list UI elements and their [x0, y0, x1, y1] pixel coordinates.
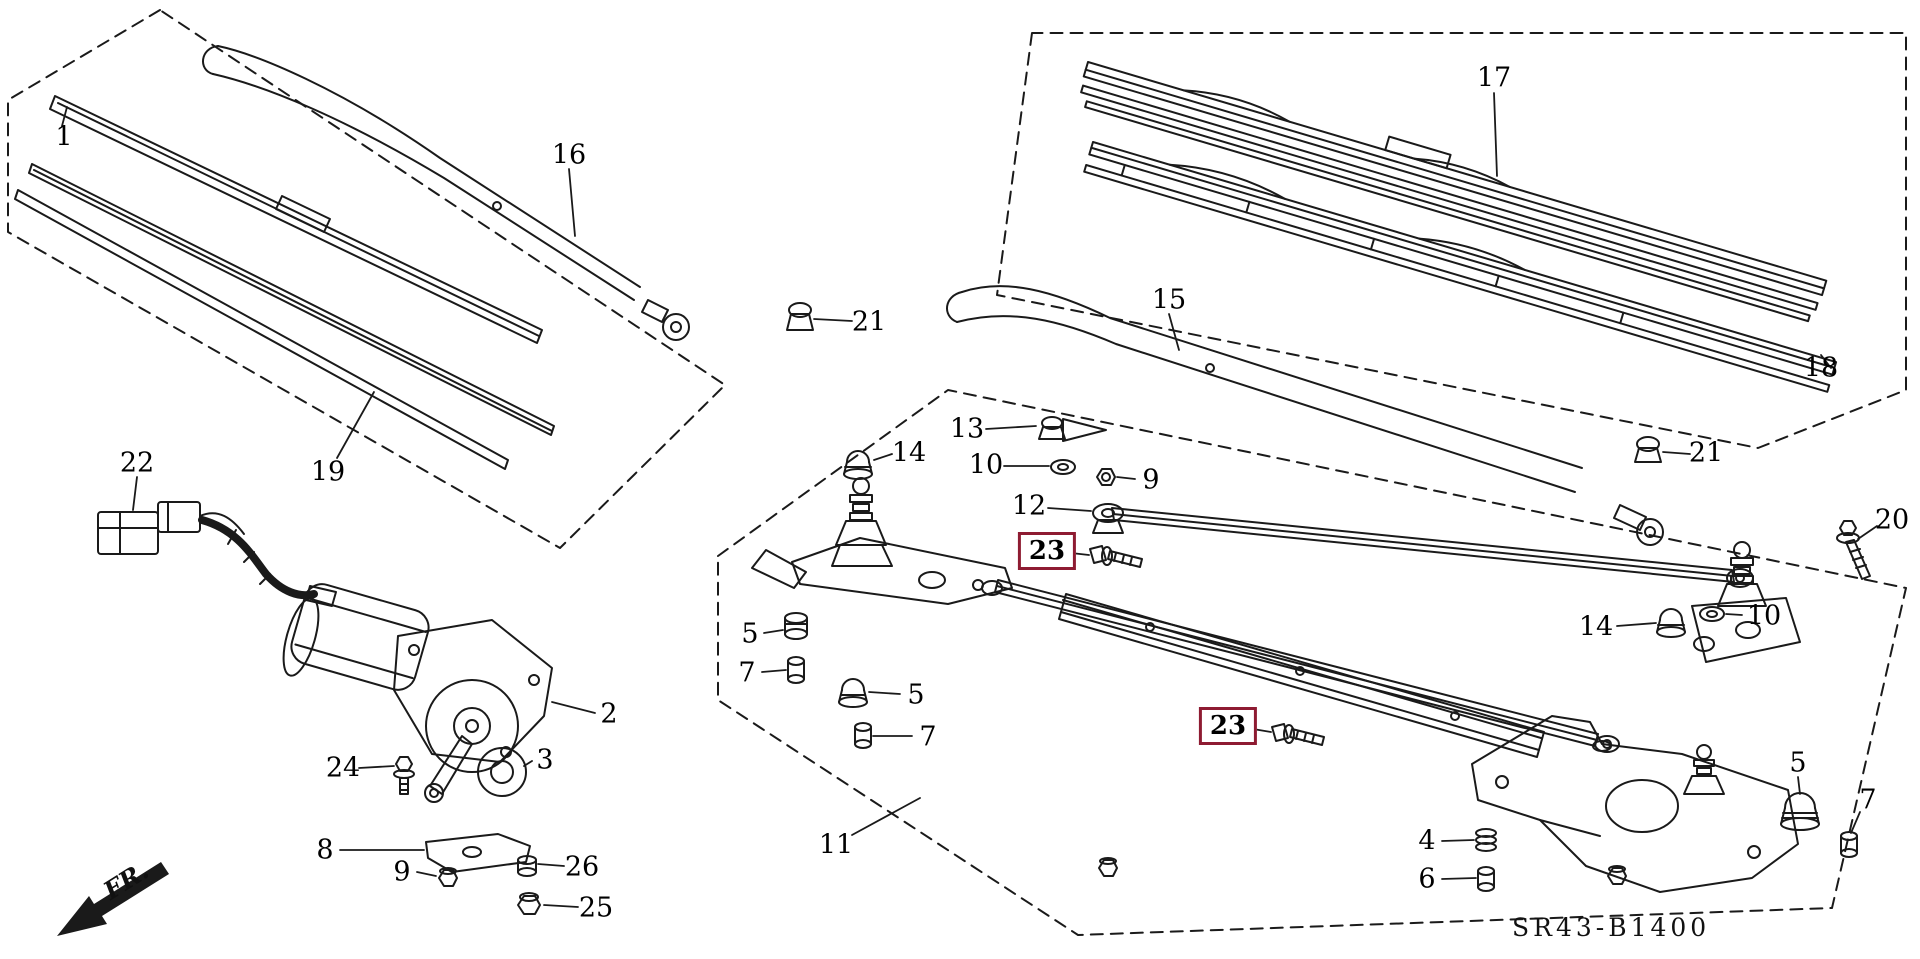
part-10-right-washer [1699, 606, 1725, 622]
callout-14-right[interactable]: 14 [1578, 611, 1614, 643]
callout-21-left[interactable]: 21 [851, 306, 887, 338]
callout-20[interactable]: 20 [1874, 504, 1910, 536]
part-21-left-pivot-cap [786, 302, 814, 331]
callout-7-b[interactable]: 7 [919, 721, 937, 753]
callout-23-lower[interactable]: 23 [1198, 707, 1258, 745]
part-23-lower-bolt [1271, 723, 1325, 746]
part-18-blade-rubber [1083, 141, 1838, 393]
callout-25[interactable]: 25 [578, 892, 614, 924]
callout-16[interactable]: 16 [551, 139, 587, 171]
fr-direction-arrow [57, 862, 169, 936]
callout-9-left[interactable]: 9 [393, 856, 411, 888]
part-16-wiper-arm [202, 45, 690, 341]
part-19-blade-rubber [14, 163, 555, 470]
linkage-right-pivot [1691, 541, 1801, 663]
part-11-channel-frame [1058, 593, 1545, 758]
part-7-collar-b [854, 722, 872, 749]
diagram-code: SR43-B1400 [1512, 913, 1710, 942]
callout-12[interactable]: 12 [1011, 490, 1047, 522]
callout-14-left[interactable]: 14 [891, 437, 927, 469]
leader-lines [61, 92, 1878, 908]
callout-23-upper[interactable]: 23 [1017, 532, 1077, 570]
callout-10-right[interactable]: 10 [1746, 600, 1782, 632]
part-3-grommet [477, 747, 527, 797]
callout-8[interactable]: 8 [316, 834, 334, 866]
linkage-left-pivot [751, 477, 1013, 605]
callout-6[interactable]: 6 [1418, 863, 1436, 895]
part-6-collar [1477, 866, 1495, 892]
callout-5-right[interactable]: 5 [1789, 747, 1807, 779]
part-14-left-mount [843, 450, 873, 480]
callout-2[interactable]: 2 [600, 698, 618, 730]
part-5-bushing-a [784, 612, 808, 640]
callout-7-right[interactable]: 7 [1859, 784, 1877, 816]
part-2-wiper-motor [282, 583, 553, 803]
callout-17[interactable]: 17 [1476, 62, 1512, 94]
mount-nut-b [1607, 865, 1627, 885]
part-7-collar-a [787, 656, 805, 684]
part-25-nut [517, 892, 541, 915]
part-10-center-washer [1050, 459, 1076, 475]
callout-1[interactable]: 1 [55, 121, 73, 153]
boundary-linkage-group [717, 389, 1907, 936]
callout-5-a[interactable]: 5 [741, 618, 759, 650]
callout-13[interactable]: 13 [949, 413, 985, 445]
callout-7-a[interactable]: 7 [738, 657, 756, 689]
callout-15[interactable]: 15 [1151, 284, 1187, 316]
linkage-mount-bracket [1471, 715, 1799, 893]
callout-24[interactable]: 24 [325, 752, 361, 784]
part-20-bolt [1836, 520, 1871, 580]
part-7-collar-right [1840, 831, 1858, 858]
callout-9-center[interactable]: 9 [1142, 464, 1160, 496]
part-26-nut [517, 855, 537, 877]
mount-nut-a [1098, 857, 1118, 877]
part-1-wiper-blade [49, 95, 543, 344]
callout-11[interactable]: 11 [818, 829, 854, 861]
part-14-right-mount [1656, 608, 1686, 638]
callout-18[interactable]: 18 [1803, 352, 1839, 384]
part-9-left-nut [438, 867, 458, 887]
callout-4[interactable]: 4 [1418, 825, 1436, 857]
part-8-bracket [425, 833, 531, 873]
callout-22[interactable]: 22 [119, 447, 155, 479]
part-13-pivot-cap [1038, 416, 1107, 442]
part-12-pivot-bush [1092, 503, 1124, 534]
part-15-wiper-arm [946, 285, 1664, 546]
part-24-bolt [393, 756, 415, 795]
part-21-right-pivot-cap [1634, 436, 1662, 463]
callout-21-right[interactable]: 21 [1688, 437, 1724, 469]
callout-19[interactable]: 19 [310, 456, 346, 488]
part-22-connector [97, 501, 245, 555]
boundary-right-blade-group [996, 32, 1907, 449]
part-5-bushing-b [838, 678, 868, 708]
callout-26[interactable]: 26 [564, 851, 600, 883]
linkage-rod-lower [981, 579, 1620, 753]
part-17-wiper-blade [1080, 61, 1828, 323]
part-9-center-nut [1096, 468, 1116, 486]
wiring-harness [198, 516, 337, 607]
callout-10-center[interactable]: 10 [968, 449, 1004, 481]
callout-3[interactable]: 3 [536, 744, 554, 776]
callout-5-b[interactable]: 5 [907, 679, 925, 711]
boundary-left-blade-group [7, 9, 726, 549]
part-4-spring [1475, 828, 1497, 852]
part-23-upper-bolt [1089, 545, 1143, 568]
